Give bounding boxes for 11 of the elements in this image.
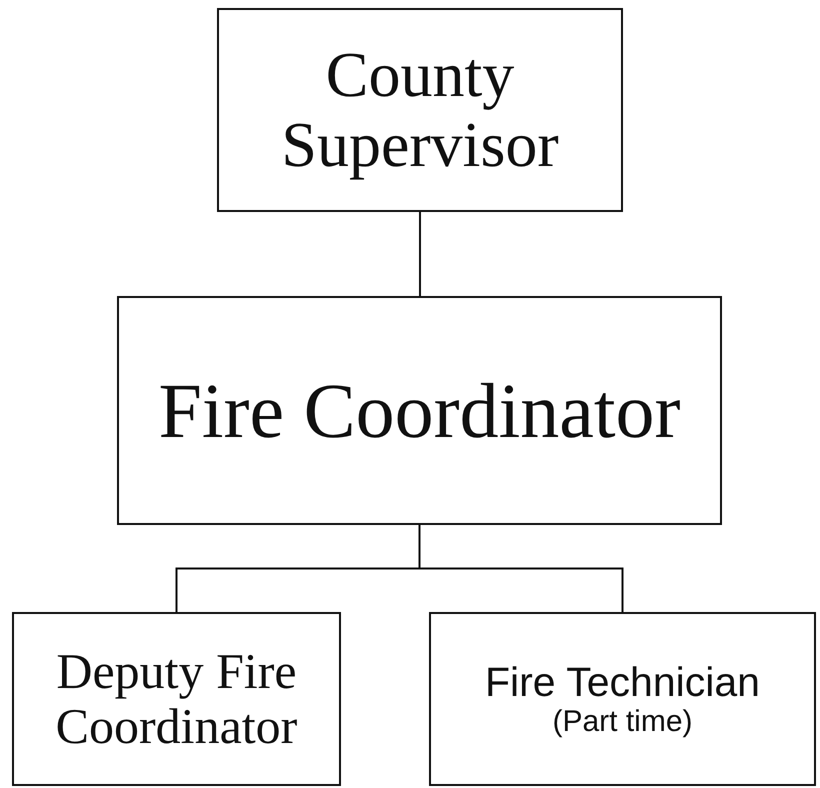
role-title: County Supervisor xyxy=(280,40,560,180)
org-box xyxy=(217,8,623,212)
org-box xyxy=(117,296,722,525)
connector-line xyxy=(418,525,624,612)
role-title: Fire Coordinator xyxy=(158,368,681,454)
org-box xyxy=(12,612,341,786)
org-box xyxy=(429,612,816,786)
role-title: Deputy Fire Coordinator xyxy=(54,644,298,754)
role-note: (Part time) xyxy=(552,705,692,738)
role-title: Fire Technician xyxy=(485,660,760,706)
connector-line xyxy=(419,212,421,296)
